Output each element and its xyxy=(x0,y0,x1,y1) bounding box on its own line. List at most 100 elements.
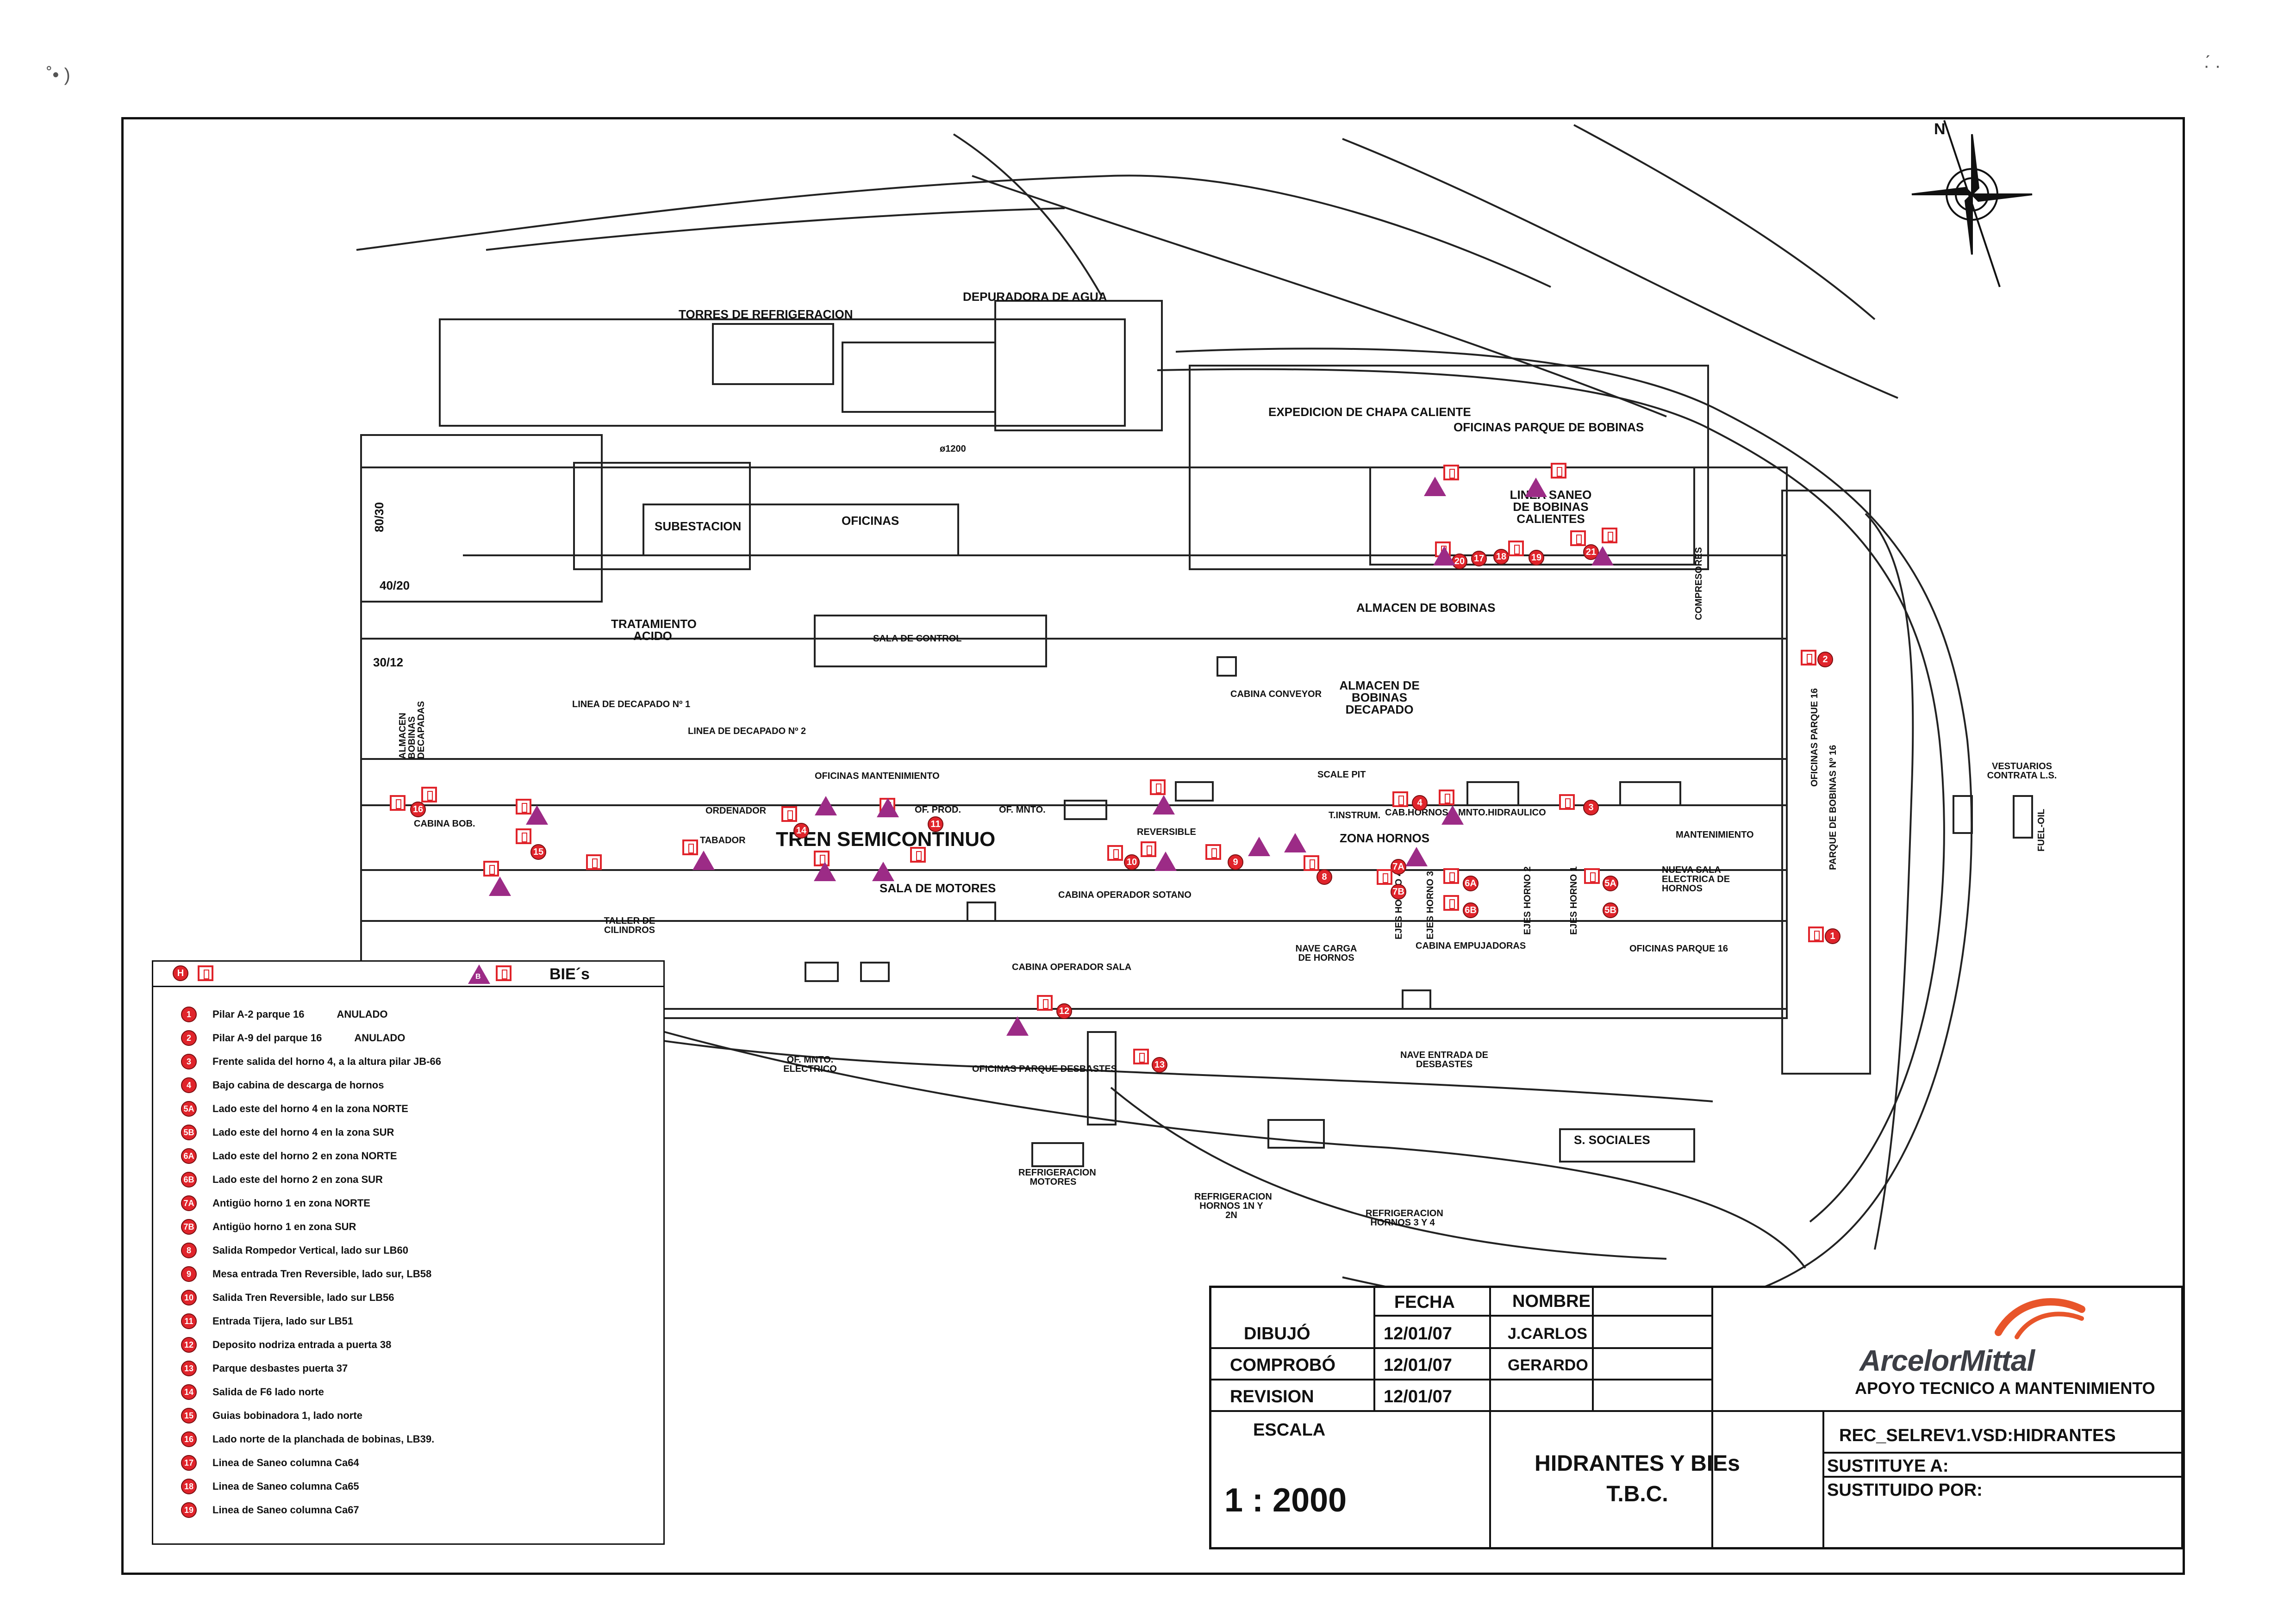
area-oficinas-mantenimiento: OFICINAS MANTENIMIENTO xyxy=(815,771,940,781)
hydrant-marker-12[interactable]: 12 xyxy=(1056,1003,1072,1019)
bie-marker[interactable] xyxy=(1551,463,1566,479)
bie-triangle-marker[interactable] xyxy=(1248,837,1270,856)
tb-fecha-header: FECHA xyxy=(1394,1293,1455,1312)
bie-triangle-marker[interactable] xyxy=(1525,478,1547,497)
hydrant-marker-8[interactable]: 8 xyxy=(1316,869,1332,885)
hydrant-marker-11[interactable]: 11 xyxy=(928,816,943,832)
hydrant-marker-5a[interactable]: 5A xyxy=(1603,876,1618,891)
bie-triangle-marker[interactable] xyxy=(526,805,548,825)
area-t-instrum: T.INSTRUM. xyxy=(1329,810,1381,821)
tb-divider xyxy=(1373,1315,1711,1317)
legend-row-text: Pilar A-9 del parque 16 xyxy=(212,1032,322,1044)
bie-marker[interactable] xyxy=(483,861,499,877)
legend-bie-symbol xyxy=(198,965,213,981)
bie-marker[interactable] xyxy=(910,847,926,863)
hydrant-marker-16[interactable]: 16 xyxy=(410,802,426,817)
hydrant-marker-19[interactable]: 19 xyxy=(1529,550,1544,566)
hydrant-marker-2[interactable]: 2 xyxy=(1817,652,1833,667)
hydrant-marker-6a[interactable]: 6A xyxy=(1463,876,1479,891)
hydrant-marker-15[interactable]: 15 xyxy=(530,844,546,860)
bie-triangle-marker[interactable] xyxy=(1154,852,1177,871)
bie-marker[interactable] xyxy=(421,787,437,802)
legend-row-text: Parque desbastes puerta 37 xyxy=(212,1362,348,1374)
legend-hydrant-badge: 11 xyxy=(181,1313,197,1329)
legend-row: 12 Deposito nodriza entrada a puerta 38 xyxy=(181,1337,391,1353)
bie-triangle-marker[interactable] xyxy=(1591,546,1614,566)
legend-header: H B BIE´s xyxy=(153,962,663,987)
hydrant-marker-3[interactable]: 3 xyxy=(1583,800,1599,815)
legend-hydrant-badge: 12 xyxy=(181,1337,197,1353)
hydrant-marker-13[interactable]: 13 xyxy=(1152,1057,1167,1073)
hydrant-marker-17[interactable]: 17 xyxy=(1471,551,1487,566)
hydrant-marker-10[interactable]: 10 xyxy=(1124,854,1140,870)
tb-dibujo-fecha: 12/01/07 xyxy=(1384,1324,1452,1343)
bie-marker[interactable] xyxy=(1150,779,1166,795)
bie-triangle-marker[interactable] xyxy=(693,851,715,870)
bie-marker[interactable] xyxy=(586,854,602,870)
hydrant-marker-18[interactable]: 18 xyxy=(1493,549,1509,565)
bie-marker[interactable] xyxy=(1107,845,1123,861)
bie-marker[interactable] xyxy=(1304,855,1319,871)
legend-row-text: Deposito nodriza entrada a puerta 38 xyxy=(212,1339,392,1350)
bie-triangle-marker[interactable] xyxy=(814,862,836,881)
area-oficinas-parque16-vert: OFICINAS PARQUE 16 xyxy=(1809,688,1820,787)
tb-revision-label: REVISION xyxy=(1230,1387,1314,1406)
area-tren-semicontinuo: TREN SEMICONTINUO xyxy=(776,828,996,851)
bie-marker[interactable] xyxy=(1439,790,1454,805)
bie-marker[interactable] xyxy=(1443,868,1459,884)
legend-hydrant-badge: 2 xyxy=(181,1030,197,1046)
bie-triangle-marker[interactable] xyxy=(1284,833,1306,852)
company-logo-text: ArcelorMittal xyxy=(1859,1344,2035,1377)
bie-marker[interactable] xyxy=(390,795,406,811)
legend-hydrant-badge: 3 xyxy=(181,1054,197,1070)
hydrant-marker-1[interactable]: 1 xyxy=(1825,928,1841,944)
legend-hydrant-badge: 6B xyxy=(181,1172,197,1188)
hydrant-marker-14[interactable]: 14 xyxy=(793,823,809,839)
bie-triangle-marker[interactable] xyxy=(1433,546,1455,566)
bie-triangle-marker[interactable] xyxy=(1405,847,1428,866)
bie-triangle-marker[interactable] xyxy=(1006,1016,1029,1036)
bie-triangle-marker[interactable] xyxy=(1424,477,1446,496)
hydrant-marker-9[interactable]: 9 xyxy=(1228,854,1243,870)
bie-marker[interactable] xyxy=(1808,927,1824,942)
tb-revision-fecha: 12/01/07 xyxy=(1384,1387,1452,1406)
bie-marker[interactable] xyxy=(1141,841,1156,857)
bie-marker[interactable] xyxy=(1570,530,1586,546)
legend-row-text: Lado este del horno 4 en la zona NORTE xyxy=(212,1103,408,1114)
bie-triangle-marker[interactable] xyxy=(815,796,837,815)
area-nueva-sala: NUEVA SALA ELECTRICA DE HORNOS xyxy=(1662,865,1730,894)
bie-triangle-marker[interactable] xyxy=(877,798,899,817)
hydrant-marker-5b[interactable]: 5B xyxy=(1603,902,1618,918)
area-oficinas-parque-bobinas: OFICINAS PARQUE DE BOBINAS xyxy=(1454,420,1644,434)
bie-marker[interactable] xyxy=(1508,541,1524,556)
bie-marker[interactable] xyxy=(1205,844,1221,860)
bie-triangle-marker[interactable] xyxy=(489,877,511,896)
bie-marker[interactable] xyxy=(781,806,797,822)
bie-triangle-marker[interactable] xyxy=(1441,805,1464,825)
tb-escala-label: ESCALA xyxy=(1253,1420,1326,1440)
bie-marker[interactable] xyxy=(1377,869,1392,885)
bie-triangle-marker[interactable] xyxy=(872,862,894,881)
bie-marker[interactable] xyxy=(1602,528,1617,543)
bie-marker[interactable] xyxy=(1133,1049,1149,1064)
bie-marker[interactable] xyxy=(1392,791,1408,807)
bie-marker[interactable] xyxy=(1443,895,1459,911)
bie-marker[interactable] xyxy=(516,828,531,844)
area-torres: TORRES DE REFRIGERACION xyxy=(679,307,853,321)
hydrant-marker-7a[interactable]: 7A xyxy=(1391,859,1406,875)
legend-hydrant-badge: 7B xyxy=(181,1219,197,1235)
bie-marker[interactable] xyxy=(1584,868,1600,884)
bie-marker[interactable] xyxy=(1037,995,1053,1011)
bie-marker[interactable] xyxy=(1559,794,1575,810)
hydrant-marker-7b[interactable]: 7B xyxy=(1391,884,1406,900)
legend-row-text: Linea de Saneo columna Ca65 xyxy=(212,1480,359,1492)
legend-row-text: Antigüo horno 1 en zona SUR xyxy=(212,1221,356,1232)
area-refrig-hornos-34: REFRIGERACION HORNOS 3 Y 4 xyxy=(1366,1208,1443,1228)
bie-marker[interactable] xyxy=(1801,650,1816,665)
hydrant-marker-6b[interactable]: 6B xyxy=(1463,902,1479,918)
hydrant-marker-4[interactable]: 4 xyxy=(1412,795,1428,811)
bie-triangle-marker[interactable] xyxy=(1153,795,1175,815)
